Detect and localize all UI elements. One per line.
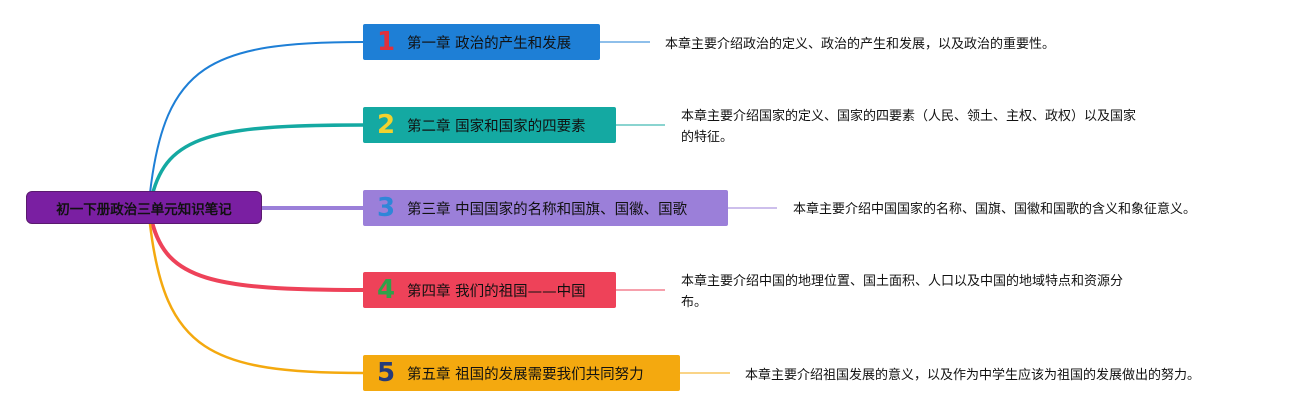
chapter-number-3: 3 [376,193,396,223]
description-line: 本章主要介绍政治的定义、政治的产生和发展，以及政治的重要性。 [665,37,1056,52]
branch-chapter-3[interactable]: 3 第三章 中国国家的名称和国旗、国徽、国歌 [363,190,728,226]
description-line: 的特征。 [681,130,734,145]
description-line: 本章主要介绍祖国发展的意义，以及作为中学生应该为祖国的发展做出的努力。 [745,368,1201,383]
chapter-number-1: 1 [376,27,396,57]
connector-line-5 [148,222,365,375]
chapter-title-2: 第二章 国家和国家的四要素 [407,118,586,135]
chapter-title-5: 第五章 祖国的发展需要我们共同努力 [407,366,644,383]
chapter-description-4: 本章主要介绍中国的地理位置、国土面积、人口以及中国的地域特点和资源分 布。 [681,271,1123,313]
root-node[interactable]: 初一下册政治三单元知识笔记 [26,191,262,224]
chapter-title-1: 第一章 政治的产生和发展 [407,35,572,52]
chapter-description-2: 本章主要介绍国家的定义、国家的四要素（人民、领土、主权、政权）以及国家 的特征。 [681,106,1136,148]
chapter-title-4: 第四章 我们的祖国——中国 [407,283,586,300]
root-label: 初一下册政治三单元知识笔记 [56,201,232,218]
connector-line-4 [150,220,365,292]
chapter-description-3: 本章主要介绍中国国家的名称、国旗、国徽和国歌的含义和象征意义。 [793,199,1196,220]
chapter-title-3: 第三章 中国国家的名称和国旗、国徽、国歌 [407,201,688,218]
chapter-number-4: 4 [376,275,396,305]
description-line: 本章主要介绍中国国家的名称、国旗、国徽和国歌的含义和象征意义。 [793,202,1197,217]
branch-chapter-5[interactable]: 5 第五章 祖国的发展需要我们共同努力 [363,355,680,391]
description-line: 本章主要介绍国家的定义、国家的四要素（人民、领土、主权、政权）以及国家 [681,109,1137,124]
connector-line-2 [150,123,365,198]
chapter-description-5: 本章主要介绍祖国发展的意义，以及作为中学生应该为祖国的发展做出的努力。 [745,365,1200,386]
chapter-description-1: 本章主要介绍政治的定义、政治的产生和发展，以及政治的重要性。 [665,34,1055,55]
description-line: 本章主要介绍中国的地理位置、国土面积、人口以及中国的地域特点和资源分 [681,274,1124,289]
branch-chapter-4[interactable]: 4 第四章 我们的祖国——中国 [363,272,616,308]
branch-chapter-2[interactable]: 2 第二章 国家和国家的四要素 [363,107,616,143]
description-line: 布。 [681,295,708,310]
chapter-number-5: 5 [376,358,396,388]
chapter-number-2: 2 [376,110,396,140]
connector-line-1 [149,41,364,194]
branch-chapter-1[interactable]: 1 第一章 政治的产生和发展 [363,24,600,60]
